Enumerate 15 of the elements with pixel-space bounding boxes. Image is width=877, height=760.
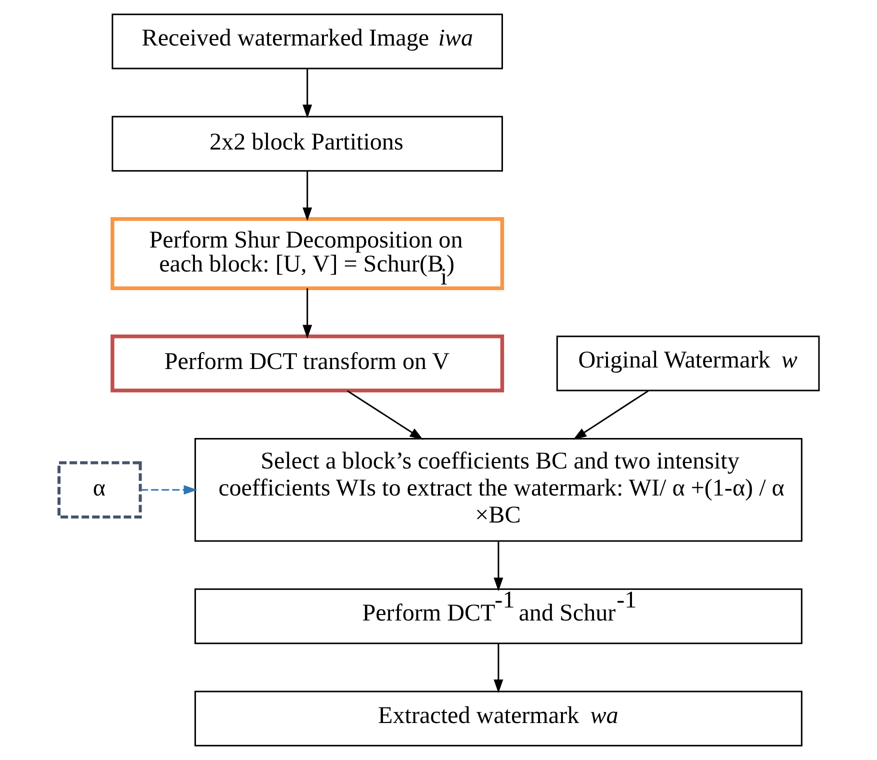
arrow	[572, 390, 648, 440]
arrow	[140, 485, 197, 495]
arrow	[346, 390, 423, 440]
node-box: Original Watermark w	[556, 336, 820, 392]
node-box: Select a block’s coefficients BC and two intensity coefficients WIs to extract the watermark: WI/ α +(1-α) / α ×BC	[194, 438, 802, 542]
arrow	[302, 171, 312, 222]
node-box: Perform DCT transform on V	[110, 334, 504, 392]
node-box: Extracted watermark wa	[194, 690, 802, 746]
arrow	[493, 644, 503, 694]
arrow	[302, 288, 312, 338]
node-box: Received watermarked Image iwa	[111, 14, 502, 70]
node-box: 2x2 block Partitions	[111, 116, 502, 172]
node-box: α	[57, 461, 142, 518]
arrow	[302, 69, 312, 118]
arrow	[493, 542, 503, 592]
